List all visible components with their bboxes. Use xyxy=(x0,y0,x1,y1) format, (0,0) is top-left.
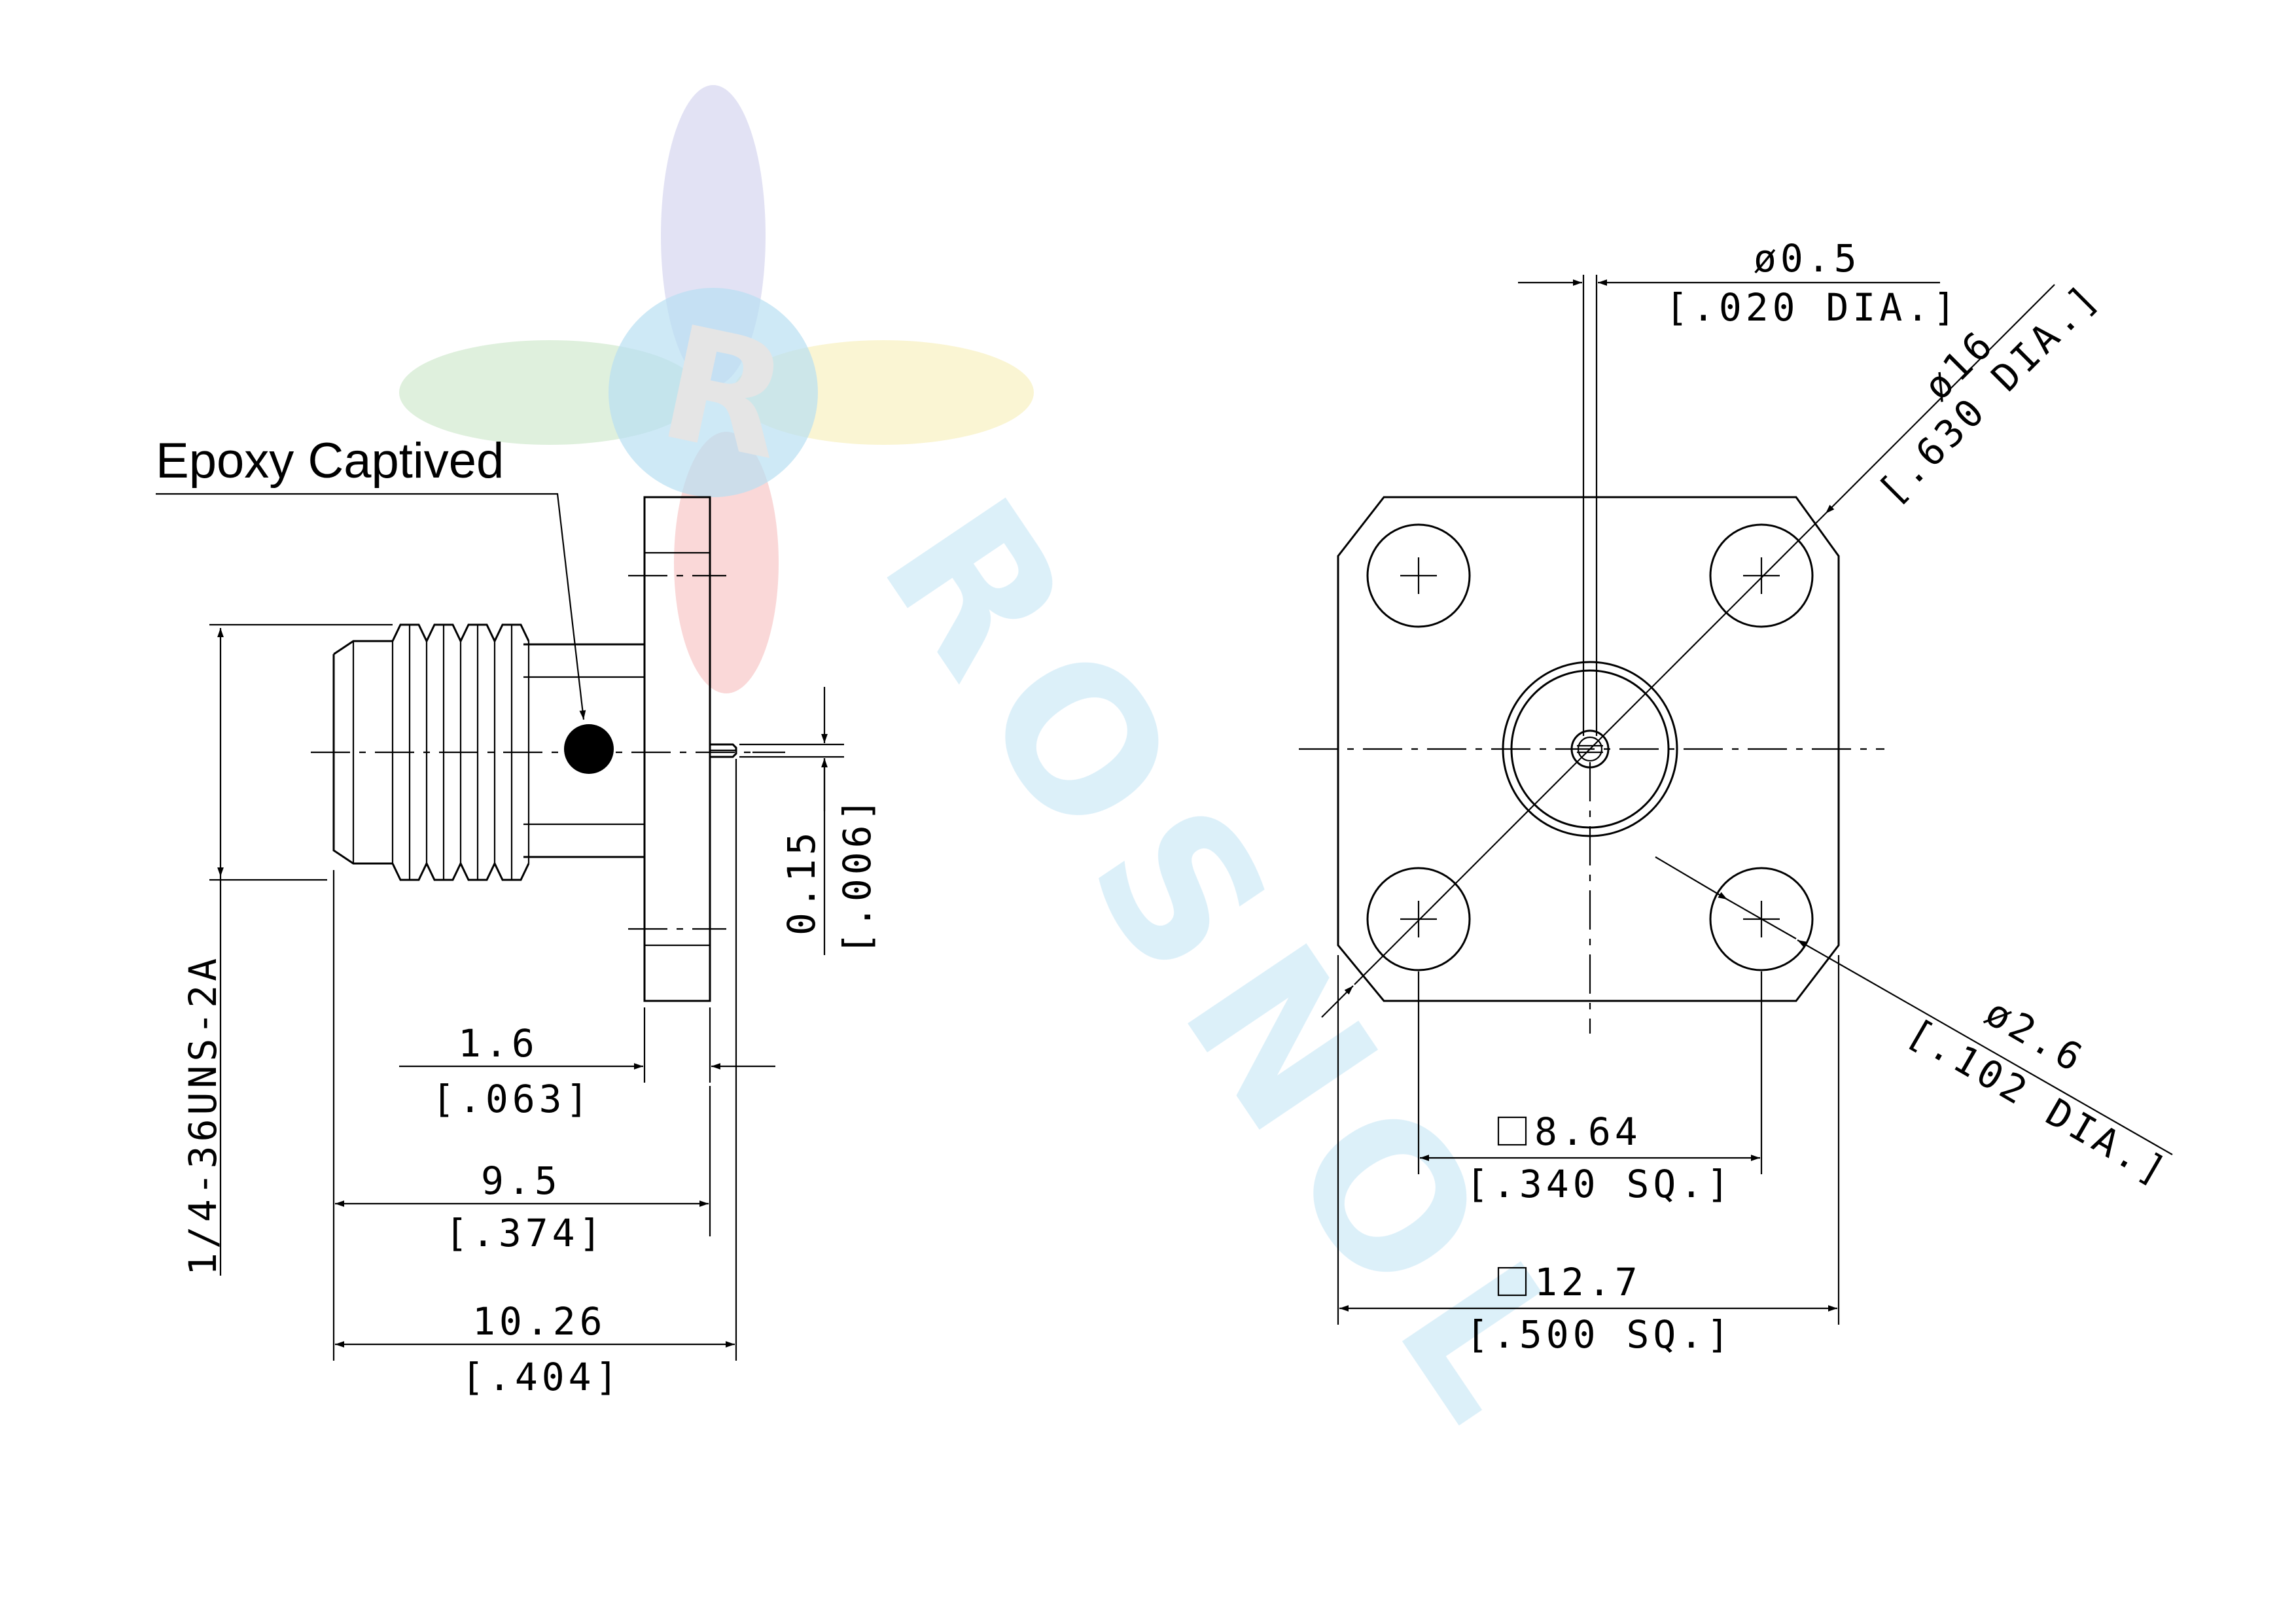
hole-spacing-dimension: 8.64 [.340 SQ.] xyxy=(1417,971,1763,1206)
pin-offset-dimension: 0.15 [.006] xyxy=(739,687,879,955)
watermark-logo: R ROSNOL xyxy=(399,85,1627,1478)
flange-size-inch: [.500 SQ.] xyxy=(1466,1312,1733,1357)
flange-thickness-mm: 1.6 xyxy=(458,1021,539,1066)
mount-hole xyxy=(1366,867,1471,971)
flange-thickness-dimension: 1.6 [.063] xyxy=(399,1007,775,1121)
flange-thickness-inch: [.063] xyxy=(432,1077,593,1121)
thread-spec: 1/4-36UNS-2A xyxy=(181,954,225,1276)
thread-dimension: 1/4-36UNS-2A xyxy=(181,623,393,1276)
front-view xyxy=(1299,275,1884,1034)
body-length-mm: 9.5 xyxy=(481,1159,561,1203)
pin-offset-inch: [.006] xyxy=(835,794,879,955)
mount-hole xyxy=(1366,523,1471,628)
mount-hole xyxy=(1709,523,1814,628)
hole-spacing-inch: [.340 SQ.] xyxy=(1466,1162,1733,1206)
hole-dia-dimension: ø2.6 [.102 DIA.] xyxy=(1655,856,2177,1195)
overall-length-inch: [.404] xyxy=(461,1355,622,1399)
side-view xyxy=(311,496,785,1002)
mount-hole xyxy=(1709,867,1814,971)
body-length-dimension: 9.5 [.374] xyxy=(332,870,711,1361)
body-length-inch: [.374] xyxy=(445,1211,606,1255)
square-symbol xyxy=(1497,1116,1527,1146)
flange-dia-dimension: ø16 [.630 DIA.] xyxy=(1321,274,2109,1018)
epoxy-dot xyxy=(564,724,614,774)
hole-spacing-mm: 8.64 xyxy=(1534,1109,1642,1154)
epoxy-label: Epoxy Captived xyxy=(156,433,504,489)
overall-length-dimension: 10.26 [.404] xyxy=(335,759,737,1399)
square-symbol xyxy=(1497,1266,1527,1297)
pin-dia-dimension: ø0.5 [.020 DIA.] xyxy=(1518,236,1960,330)
overall-length-mm: 10.26 xyxy=(472,1299,607,1344)
pin-dia-inch: [.020 DIA.] xyxy=(1665,285,1960,330)
pin-offset-mm: 0.15 xyxy=(779,828,824,935)
flange-size-dimension: 12.7 [.500 SQ.] xyxy=(1337,955,1840,1357)
flange-size-mm: 12.7 xyxy=(1534,1260,1642,1304)
pin-dia-mm: ø0.5 xyxy=(1754,236,1861,281)
